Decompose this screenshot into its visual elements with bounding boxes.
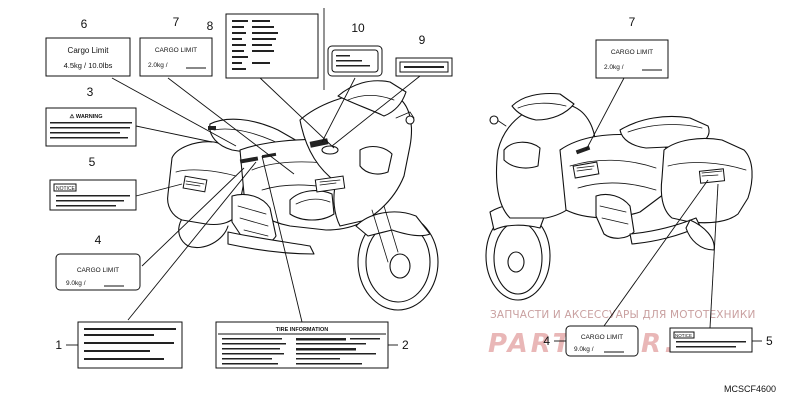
callout-9: 9 xyxy=(419,33,426,47)
callout-7: 7 xyxy=(173,15,180,29)
callout-2: 2 xyxy=(402,338,409,352)
callout-5: 5 xyxy=(89,155,96,169)
motorcycle-left-view xyxy=(167,80,439,311)
label-tire-info-2: TIRE INFORMATION xyxy=(215,321,398,369)
label-notice-5: NOTICE xyxy=(49,179,137,211)
watermark-text: ЗАПЧАСТИ И АКСЕССУАРЫ ДЛЯ МОТОТЕХНИКИ xyxy=(490,309,756,321)
callout-7-right: 7 xyxy=(629,15,636,29)
callout-10: 10 xyxy=(351,21,365,35)
callout-1: 1 xyxy=(55,338,62,352)
cargo7b-title: CARGO LIMIT xyxy=(611,49,653,56)
callout-4: 4 xyxy=(95,233,102,247)
callout-5-right: 5 xyxy=(766,334,773,348)
warning-title: ⚠ WARNING xyxy=(69,113,102,120)
diagram-code: MCSCF4600 xyxy=(724,384,776,394)
label-9 xyxy=(395,57,453,77)
label-cargo-limit-7-right: CARGO LIMIT 2.0kg / xyxy=(595,39,669,79)
label-cargo-limit-4: CARGO LIMIT 9.0kg / xyxy=(55,253,141,291)
cargo6-title: Cargo Limit xyxy=(68,46,110,55)
cargo7-value: 2.0kg / xyxy=(148,62,168,69)
notice-title: NOTICE xyxy=(56,186,76,192)
cargo4-title: CARGO LIMIT xyxy=(77,267,119,274)
notice-b-title: NOTICE xyxy=(675,333,692,338)
motorcycle-right-view xyxy=(485,92,753,301)
callout-3: 3 xyxy=(87,85,94,99)
label-warning-3: ⚠ WARNING xyxy=(45,107,137,147)
leader-lines xyxy=(111,75,719,329)
callout-6: 6 xyxy=(81,17,88,31)
cargo4b-title: CARGO LIMIT xyxy=(581,334,623,341)
label-cargo-limit-4-right: CARGO LIMIT 9.0kg / xyxy=(554,325,639,357)
label-1 xyxy=(66,321,183,369)
label-cargo-limit-7: CARGO LIMIT 2.0kg / xyxy=(139,37,213,77)
callout-8: 8 xyxy=(207,19,214,33)
cargo7-title: CARGO LIMIT xyxy=(155,47,197,54)
tire-title: TIRE INFORMATION xyxy=(276,327,328,333)
callout-4-right: 4 xyxy=(543,334,550,348)
cargo6-value: 4.5kg / 10.0lbs xyxy=(64,61,113,70)
cargo4b-value: 9.0kg / xyxy=(574,346,594,353)
label-notice-5-right: NOTICE xyxy=(669,327,762,353)
label-10 xyxy=(327,45,383,77)
label-cargo-limit-6: Cargo Limit 4.5kg / 10.0lbs xyxy=(45,37,131,77)
cargo7b-value: 2.0kg / xyxy=(604,64,624,71)
label-8 xyxy=(225,8,325,90)
cargo4-value: 9.0kg / xyxy=(66,280,86,287)
